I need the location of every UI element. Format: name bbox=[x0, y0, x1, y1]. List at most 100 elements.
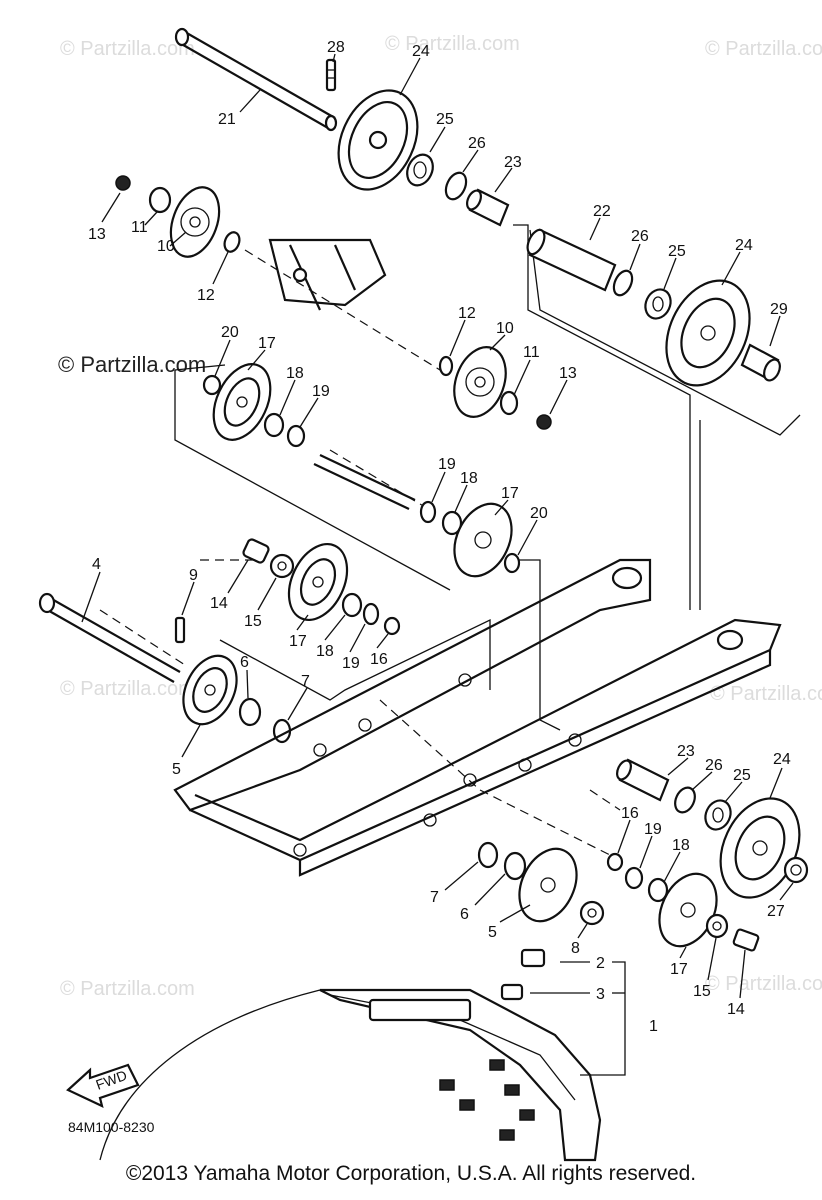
bearing-11-mid bbox=[499, 390, 519, 416]
nut-8 bbox=[579, 900, 605, 926]
callout-12: 12 bbox=[458, 305, 476, 322]
collar-26-lower bbox=[674, 786, 696, 814]
center-bracket bbox=[268, 238, 387, 311]
collar-26-top bbox=[444, 171, 468, 201]
callout-27: 27 bbox=[767, 903, 785, 920]
nut-27 bbox=[783, 856, 809, 884]
callout-20: 20 bbox=[221, 324, 239, 341]
watermark: © Partzilla.com bbox=[705, 38, 822, 60]
axle-middle bbox=[313, 454, 416, 510]
washer-15-upper bbox=[269, 553, 295, 579]
clip-2 bbox=[520, 948, 546, 968]
callout-1: 1 bbox=[649, 1018, 658, 1035]
callout-7: 7 bbox=[430, 889, 439, 906]
shaft-21 bbox=[174, 27, 338, 132]
callout-18: 18 bbox=[672, 837, 690, 854]
nut-13-upper bbox=[115, 175, 131, 191]
callout-17: 17 bbox=[258, 335, 276, 352]
spacer-23-top bbox=[466, 188, 510, 227]
watermark: © Partzilla.com bbox=[705, 973, 822, 995]
collar-26-right bbox=[612, 269, 634, 297]
callout-12: 12 bbox=[197, 287, 215, 304]
collar-19-lower bbox=[624, 866, 644, 890]
shaft-4 bbox=[38, 592, 181, 683]
diagram-code: 84M100-8230 bbox=[68, 1119, 155, 1135]
collar-12-upper bbox=[223, 231, 241, 253]
callout-17: 17 bbox=[670, 961, 688, 978]
track-1 bbox=[99, 988, 602, 1162]
callout-18: 18 bbox=[460, 470, 478, 487]
callout-7: 7 bbox=[301, 673, 310, 690]
collar-19-lower-left bbox=[362, 602, 380, 626]
callout-11: 11 bbox=[131, 219, 148, 236]
bearing-18-lower-left bbox=[341, 592, 363, 618]
bearing-18-lower bbox=[647, 877, 669, 903]
callout-15: 15 bbox=[693, 983, 711, 1000]
bolt-14-lower bbox=[732, 928, 760, 952]
callout-17: 17 bbox=[289, 633, 307, 650]
nut-13-mid bbox=[536, 414, 552, 430]
bearing-6-lower bbox=[503, 851, 527, 881]
wheel-24-top bbox=[337, 89, 419, 191]
callout-16: 16 bbox=[621, 805, 639, 822]
callout-23: 23 bbox=[504, 154, 522, 171]
watermark-layer: © Partzilla.com © Partzilla.com © Partzi… bbox=[58, 33, 822, 1000]
callout-14: 14 bbox=[210, 595, 228, 612]
callout-28: 28 bbox=[327, 39, 345, 56]
callout-18: 18 bbox=[316, 643, 334, 660]
bearing-18-upper bbox=[263, 412, 285, 438]
wheel-24-right bbox=[665, 279, 751, 387]
slide-rail-frame bbox=[173, 558, 782, 877]
callout-22: 22 bbox=[593, 203, 611, 220]
callout-25: 25 bbox=[668, 243, 686, 260]
watermark: © Partzilla.com bbox=[60, 978, 195, 1000]
callout-5: 5 bbox=[488, 924, 497, 941]
watermark: © Partzilla.com bbox=[385, 33, 520, 55]
wheel-17-lower-left bbox=[287, 543, 349, 621]
bearing-25-lower bbox=[704, 799, 732, 831]
callout-3: 3 bbox=[596, 986, 605, 1003]
watermark: © Partzilla.com bbox=[710, 683, 822, 705]
wheel-17-lower bbox=[658, 872, 718, 948]
callout-labels: 28 24 21 25 26 23 13 11 10 12 22 26 25 2… bbox=[88, 39, 791, 1035]
callout-8: 8 bbox=[571, 940, 580, 957]
callout-25: 25 bbox=[436, 111, 454, 128]
fwd-arrow-icon: FWD bbox=[66, 1063, 140, 1108]
bearing-6-left bbox=[238, 697, 262, 727]
washer-15-lower bbox=[705, 913, 729, 939]
callout-13: 13 bbox=[559, 365, 577, 382]
bolt-9 bbox=[174, 616, 186, 644]
callout-24: 24 bbox=[735, 237, 753, 254]
callout-11: 11 bbox=[523, 344, 540, 361]
callout-20: 20 bbox=[530, 505, 548, 522]
wheel-5-left bbox=[182, 654, 238, 726]
clip-bracket bbox=[530, 961, 626, 1076]
wheel-5-lower bbox=[518, 847, 578, 923]
bolt-14-upper bbox=[242, 538, 270, 564]
collar-12-mid bbox=[438, 355, 454, 377]
callout-leaders bbox=[81, 53, 794, 999]
spacer-22 bbox=[526, 228, 617, 292]
callout-6: 6 bbox=[240, 654, 249, 671]
callout-19: 19 bbox=[312, 383, 330, 400]
callout-26: 26 bbox=[631, 228, 649, 245]
callout-10: 10 bbox=[496, 320, 514, 337]
collar-20-mid bbox=[503, 552, 521, 574]
callout-10: 10 bbox=[157, 238, 175, 255]
nut-16-lower bbox=[606, 852, 624, 872]
callout-14: 14 bbox=[727, 1001, 745, 1018]
callout-18: 18 bbox=[286, 365, 304, 382]
watermark: © Partzilla.com bbox=[58, 352, 206, 377]
callout-15: 15 bbox=[244, 613, 262, 630]
callout-26: 26 bbox=[705, 757, 723, 774]
copyright-notice: ©2013 Yamaha Motor Corporation, U.S.A. A… bbox=[125, 1162, 697, 1185]
callout-25: 25 bbox=[733, 767, 751, 784]
callout-17: 17 bbox=[501, 485, 519, 502]
wheel-17-mid bbox=[453, 502, 513, 578]
bolt-28 bbox=[325, 58, 337, 92]
spacer-23-lower bbox=[616, 758, 670, 802]
watermark: © Partzilla.com bbox=[60, 38, 195, 60]
collar-7-lower bbox=[477, 841, 499, 869]
bearing-11-upper bbox=[148, 186, 172, 214]
